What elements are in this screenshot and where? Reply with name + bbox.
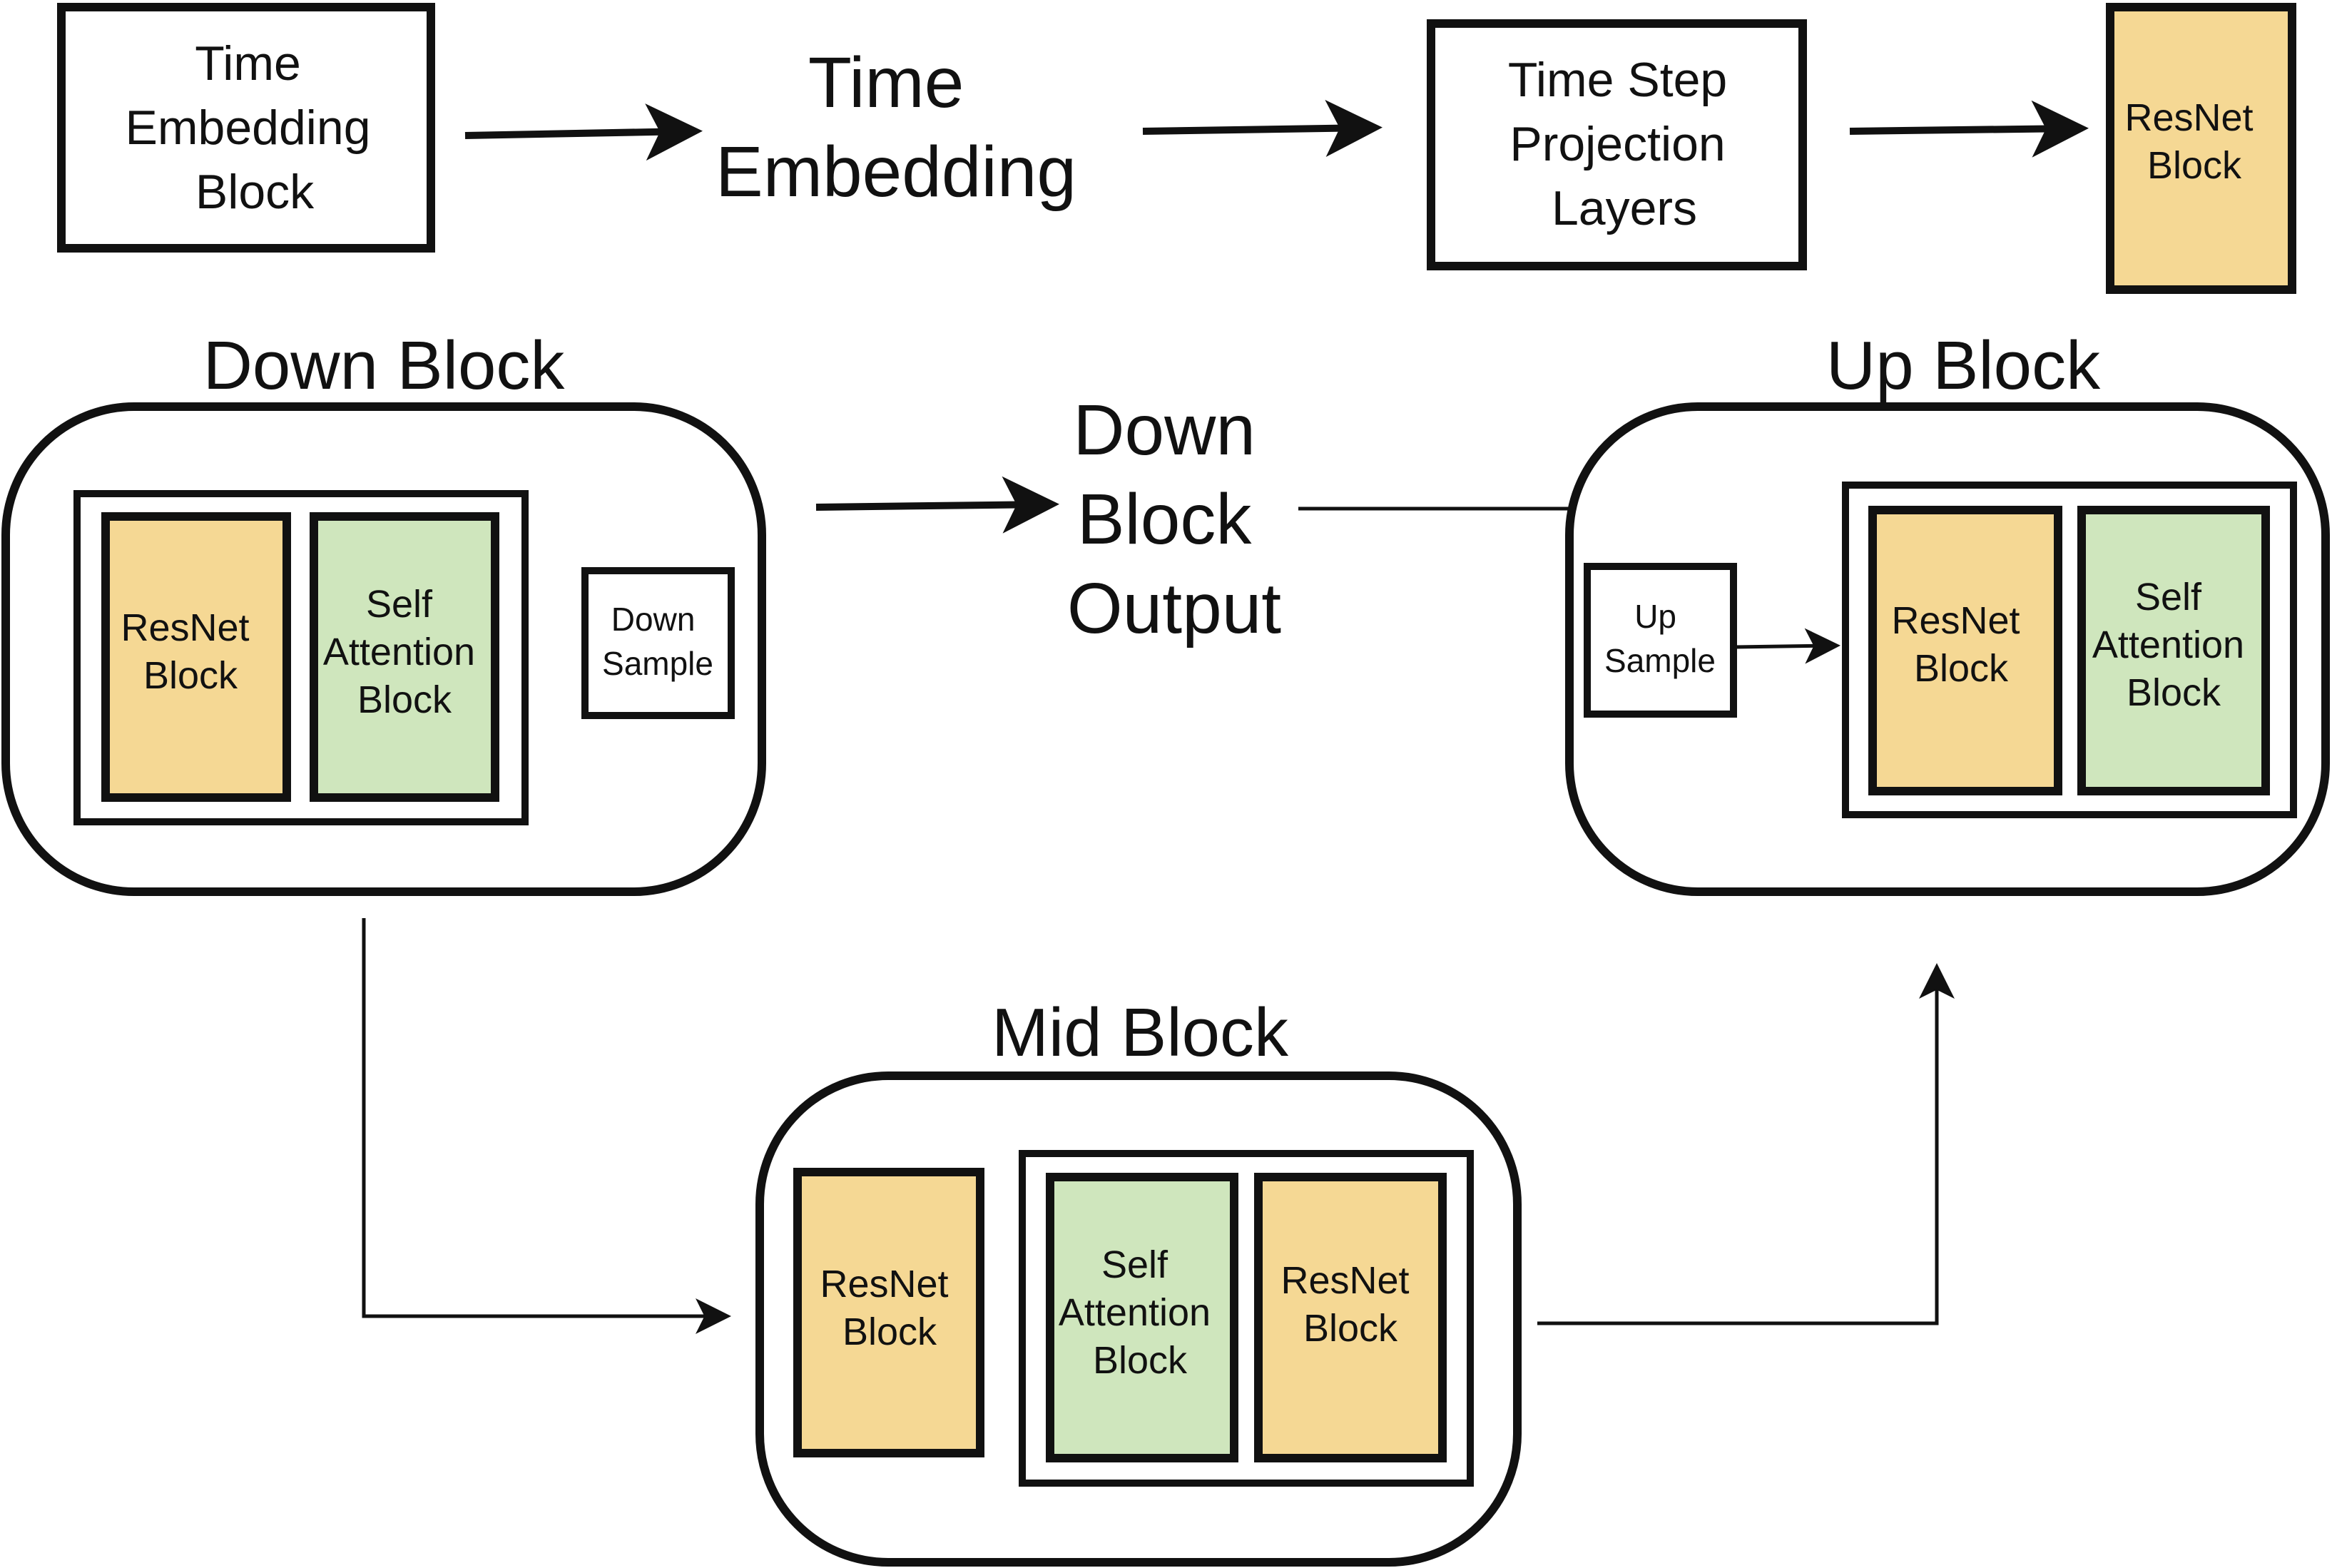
down-block-title: Down Block [203, 327, 566, 404]
time-step-projection-label: Time Step Projection Layers [1508, 53, 1741, 235]
down-self-attention-block-label: Self Attention Block [323, 583, 486, 721]
down-sample-label: Down Sample [602, 601, 713, 682]
mid-self-attention-block-label: Self Attention Block [1059, 1243, 1221, 1382]
up-self-attention-block-label: Self Attention Block [2092, 576, 2255, 714]
arrow-down-block-to-output [815, 476, 1059, 534]
top-resnet-block [2106, 3, 2296, 294]
mid-resnet-block-1 [793, 1168, 984, 1457]
arrow-time-embedding-block-to-time-embedding [464, 103, 703, 161]
arrow-projection-to-resnet [1849, 100, 2089, 158]
mid-resnet-block-2 [1254, 1173, 1447, 1462]
time-embedding-label: Time Embedding [716, 43, 1076, 212]
arrow-down-to-mid [362, 918, 731, 1334]
up-block-title: Up Block [1826, 327, 2101, 404]
mid-resnet-block-2-label: ResNet Block [1280, 1259, 1420, 1350]
down-resnet-block [101, 512, 291, 802]
down-self-attention-block [310, 512, 499, 802]
up-resnet-block [1868, 506, 2062, 795]
mid-block-title: Mid Block [992, 994, 1289, 1071]
time-embedding-block-label: Time Embedding Block [126, 36, 385, 219]
down-resnet-block-label: ResNet Block [121, 606, 260, 697]
down-sample-box [581, 567, 735, 719]
mid-resnet-block-1-label: ResNet Block [820, 1263, 959, 1353]
time-step-projection-box [1427, 19, 1807, 270]
top-resnet-block-label: ResNet Block [2124, 96, 2264, 187]
up-resnet-block-label: ResNet Block [1891, 599, 2030, 690]
mid-self-attention-block [1046, 1173, 1238, 1462]
up-self-attention-block [2077, 506, 2270, 795]
up-sample-label: Up Sample [1604, 598, 1716, 679]
arrow-time-embedding-to-projection [1142, 99, 1383, 157]
arrow-mid-to-up [1537, 963, 1955, 1325]
down-block-output-label: Down Block Output [1067, 390, 1281, 648]
up-sample-box [1584, 563, 1737, 718]
time-embedding-block-box [57, 3, 435, 253]
arrow-up-sample-to-layers [1734, 628, 1840, 664]
